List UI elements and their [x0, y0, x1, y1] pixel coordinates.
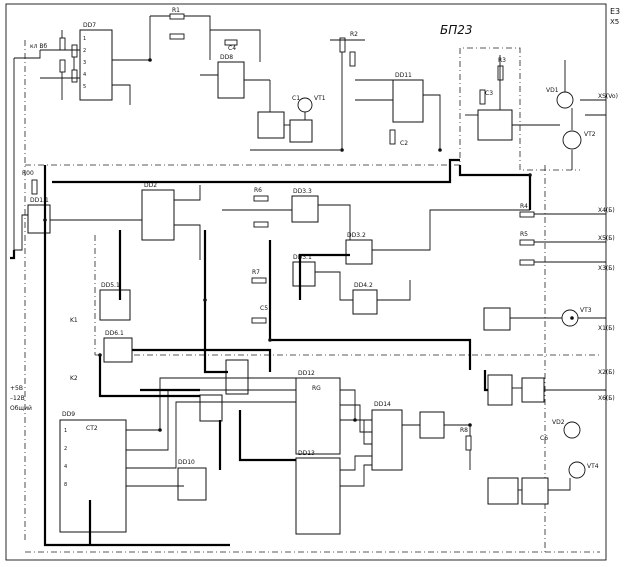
ic-dd11-label: DD11: [395, 72, 412, 79]
svg-text:R00: R00: [22, 170, 34, 177]
ic-dd6-1: [103, 337, 133, 363]
ic-dd3-1: [292, 261, 316, 287]
ic-dd1-1: [27, 204, 51, 234]
ic-dd4-2: [352, 289, 378, 315]
ic-dd4-2-label: DD4.2: [354, 282, 373, 289]
ic-dd3-3-label: DD3.3: [293, 188, 312, 195]
ic-dd2-label: DD2: [144, 182, 157, 189]
ic-dd9-label: DD9: [62, 411, 75, 418]
label-r1: R1: [172, 7, 180, 14]
label-rg: RG: [312, 385, 321, 392]
label-vt2: VT2: [584, 131, 596, 138]
label-c2: C2: [400, 140, 408, 147]
right-label-5: Х1(Б): [598, 325, 615, 332]
ic-dd3-2-label: DD3.2: [347, 232, 366, 239]
label-ct2: СТ2: [86, 425, 98, 432]
label-r3: R3: [498, 57, 506, 64]
label-vt3: VT3: [580, 307, 592, 314]
ic-dd3-1-label: DD3.1: [293, 254, 312, 261]
sheet-title: БП23: [440, 23, 473, 37]
svg-text:3: 3: [83, 60, 86, 66]
ic-dd6-1-label: DD6.1: [105, 330, 124, 337]
label-c4: C4: [228, 45, 236, 52]
boundary-top: [25, 47, 580, 171]
bus-wire-5: [268, 240, 472, 370]
corner-label-2: Х5: [610, 18, 619, 26]
right-label-3: Х5(Б): [598, 235, 615, 242]
label-k2: K2: [70, 375, 78, 382]
ic-dd12: [295, 377, 341, 455]
corner-label-1: Е3: [610, 7, 620, 16]
left-conn-2: –12В: [10, 395, 25, 402]
right-label-7: Х6(Б): [598, 395, 615, 402]
bus-wire-1: [10, 250, 16, 260]
label-vd2: VD2: [552, 419, 565, 426]
ic-dd13: [295, 457, 341, 535]
right-label-6: Х2(Б): [598, 369, 615, 376]
label-r5: R5: [520, 231, 528, 238]
ic-dd2: [141, 189, 175, 241]
svg-text:2: 2: [83, 48, 86, 54]
ic-dd3-2: [345, 239, 373, 265]
ic-right-top: [477, 109, 513, 141]
ic-dd5-1-label: DD5.1: [101, 282, 120, 289]
ic-dd3-3: [291, 195, 319, 223]
label-r2: R2: [350, 31, 358, 38]
bus-wire-3: [52, 158, 460, 184]
bus-wire-7: [132, 348, 272, 372]
sheet-frame: [5, 3, 607, 561]
label-c5: C5: [260, 305, 268, 312]
label-vt4: VT4: [587, 463, 599, 470]
ic-dd14-label: DD14: [374, 401, 391, 408]
ic-dd1-1-label: DD1.1: [30, 197, 49, 204]
bus-wire-10: [458, 165, 532, 210]
right-label-2: Х4(Б): [598, 207, 615, 214]
label-vd1: VD1: [546, 87, 559, 94]
right-label-4: Х3(Б): [598, 265, 615, 272]
ic-dd8: [217, 61, 245, 99]
bus-wire-2: [43, 165, 230, 547]
ic-dd7: [79, 29, 113, 101]
svg-text:4: 4: [83, 72, 86, 78]
ic-right-mid: [483, 307, 511, 331]
ic-right-low2: [487, 477, 519, 505]
ic-dd8-label: DD8: [220, 54, 233, 61]
bus-wire-14: [298, 253, 350, 300]
svg-text:8: 8: [64, 482, 67, 488]
ic-dd12-label: DD12: [298, 370, 315, 377]
ic-dd10: [177, 467, 207, 501]
label-k1: K1: [70, 317, 78, 324]
svg-text:1: 1: [83, 36, 86, 42]
label-r6: R6: [254, 187, 262, 194]
svg-text:5: 5: [83, 84, 86, 90]
label-r4: R4: [520, 203, 528, 210]
ic-dd11: [392, 79, 424, 123]
left-conn-3: Общий: [10, 405, 32, 412]
svg-text:2: 2: [64, 446, 67, 452]
bus-wire-15: [483, 370, 488, 392]
svg-text:кл Вб: кл Вб: [30, 43, 47, 50]
ic-dd5-1: [99, 289, 131, 321]
ic-dd7-label: DD7: [83, 22, 96, 29]
ic-dd13-label: DD13: [298, 450, 315, 457]
bus-wire-6: [98, 355, 200, 398]
svg-text:1: 1: [64, 428, 67, 434]
label-c3: C3: [485, 90, 493, 97]
ic-dd9: [59, 419, 127, 533]
label-vt1: VT1: [314, 95, 326, 102]
ic-right-low1: [487, 374, 513, 406]
label-c1: C1: [292, 95, 300, 102]
label-r8: R8: [460, 427, 468, 434]
left-conn-1: +5В: [10, 385, 23, 392]
right-label-1: ХS(Vo): [598, 93, 618, 100]
bus-wire-9: [238, 410, 296, 462]
bus-wire-4: [203, 230, 228, 374]
label-r7: R7: [252, 269, 260, 276]
ic-dd10-label: DD10: [178, 459, 195, 466]
ic-dd14: [371, 409, 403, 471]
label-c6: C6: [540, 435, 548, 442]
svg-text:4: 4: [64, 464, 67, 470]
